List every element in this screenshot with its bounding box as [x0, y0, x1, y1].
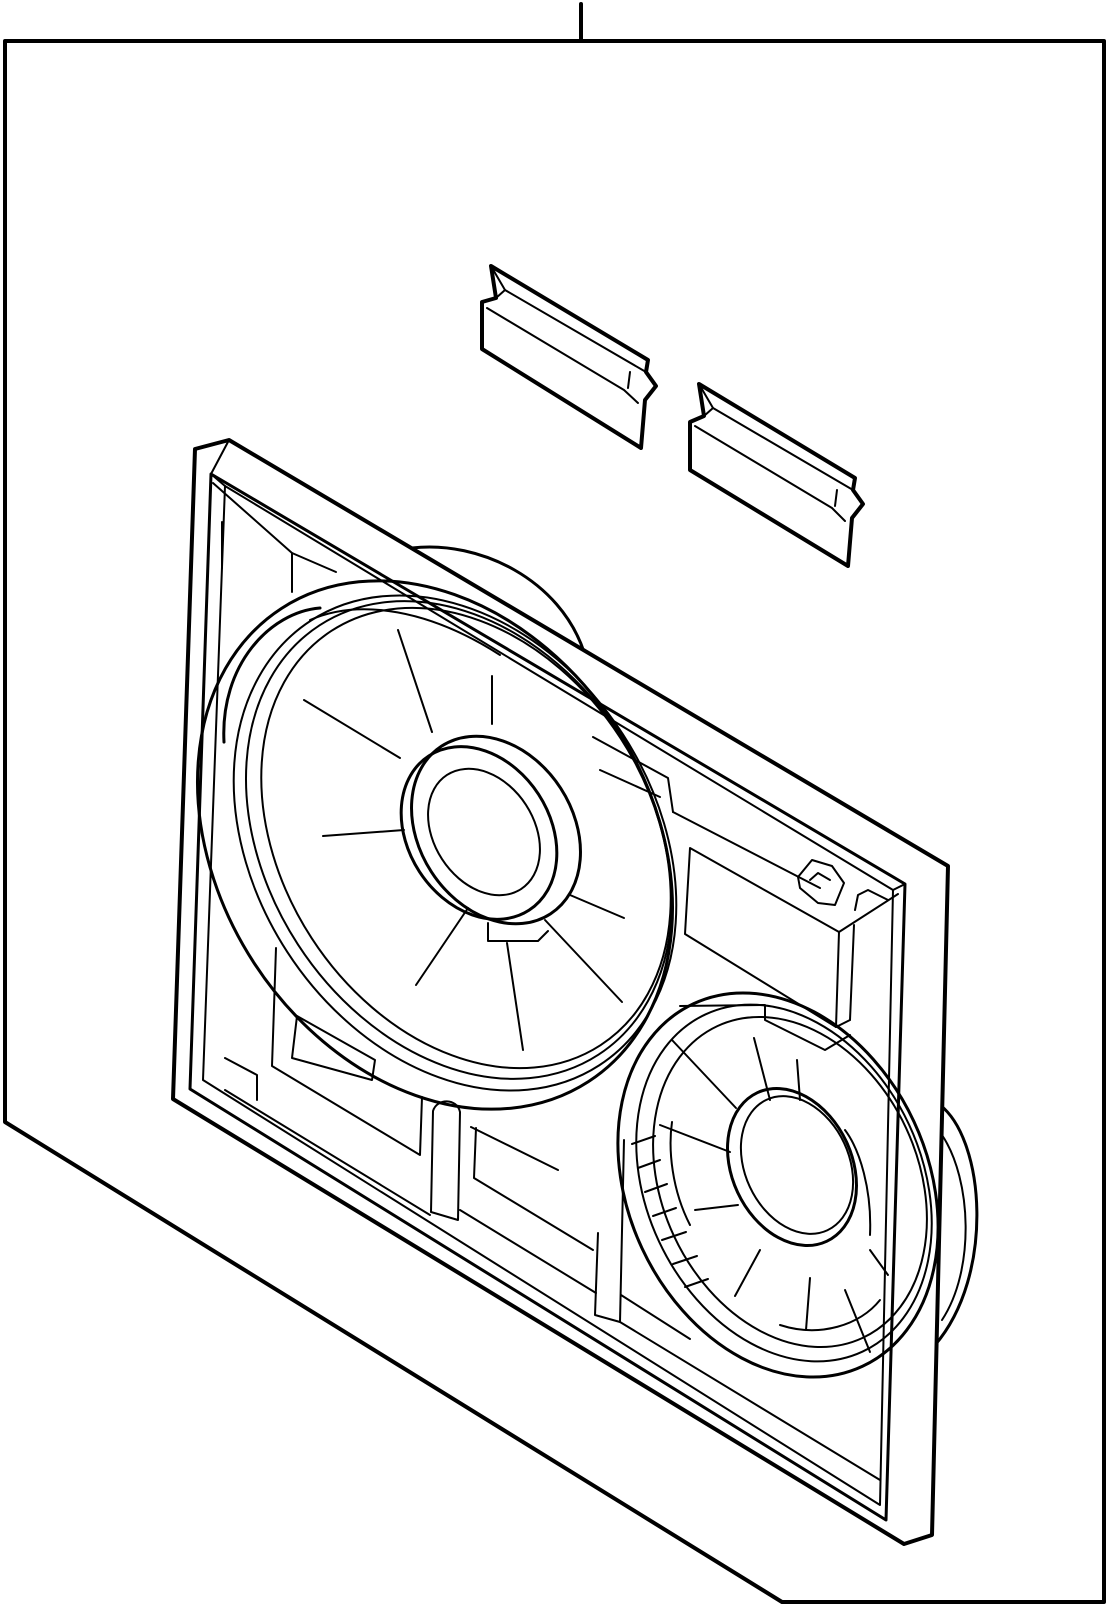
small-fan-hub-inner [739, 1095, 855, 1235]
callout-frame [3, 39, 1106, 1604]
small-fan-hub-outer [726, 1086, 858, 1248]
mounting-bracket-left [480, 264, 658, 450]
diagram-linework [3, 2, 1106, 1604]
mounting-bracket-right [688, 382, 865, 568]
large-fan-motor [410, 545, 586, 654]
small-fan-impeller [616, 991, 940, 1379]
large-fan-hub-ring [399, 745, 559, 921]
shroud-inner-rim [188, 472, 907, 1522]
shroud-center-post [430, 1100, 461, 1221]
small-fan-motor [933, 1103, 979, 1347]
large-fan-hub-inner [427, 767, 541, 897]
large-fan-impeller [196, 579, 678, 1111]
connector-tab [797, 859, 845, 906]
shroud-window-left [291, 1015, 376, 1081]
fan-shroud-assembly [171, 438, 950, 1546]
large-fan-hub-outer [410, 734, 582, 926]
